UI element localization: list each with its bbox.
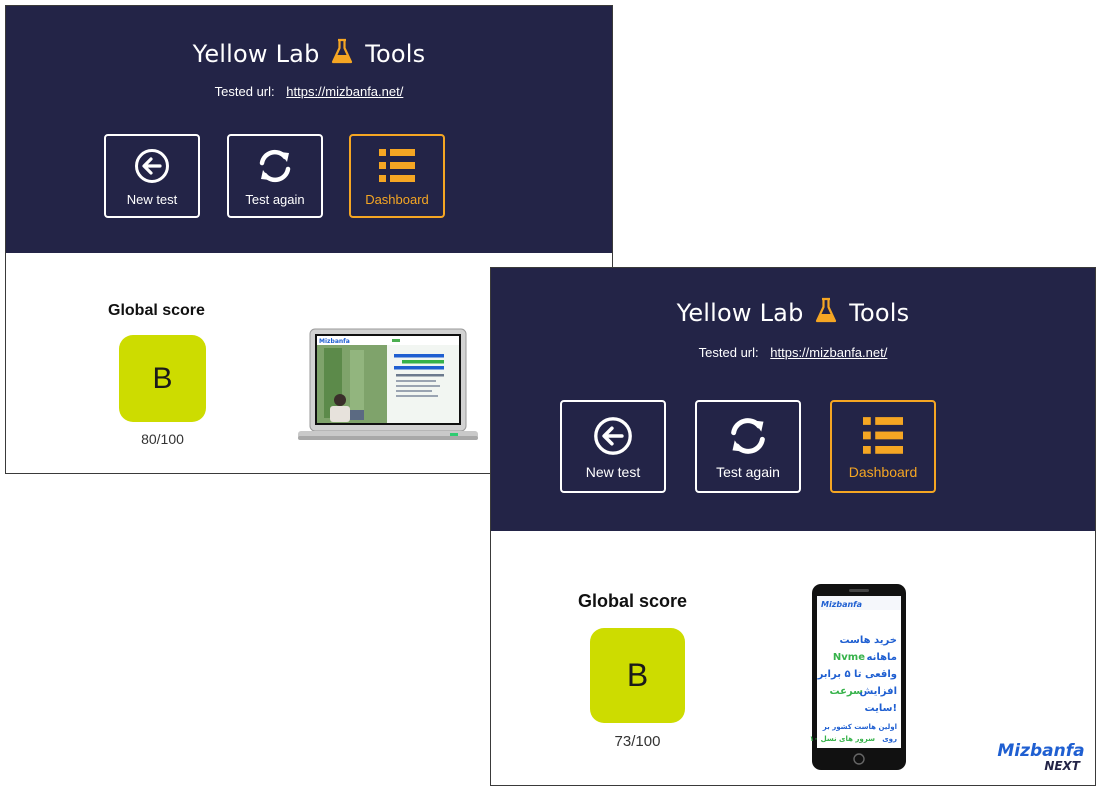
refresh-icon [731, 418, 765, 454]
new-test-label: New test [585, 464, 641, 480]
dashboard-button[interactable]: Dashboard [349, 134, 445, 218]
refresh-icon [259, 149, 291, 183]
brand-logo-text: Mizbanfa [997, 741, 1085, 761]
global-score-label: Global score [578, 591, 688, 611]
dashboard-button[interactable]: Dashboard [830, 400, 936, 493]
mobile-preview-logo: Mizbanfa [821, 600, 862, 609]
mobile-screenshot-preview: Mizbanfa خرید هاست Nvme ماهانه واقعی تا … [810, 584, 906, 770]
dashboard-label: Dashboard [365, 192, 429, 207]
score-value: 73/100 [614, 733, 661, 750]
global-score-label: Global score [108, 302, 205, 319]
mobile-preview-line-6: اولین هاست کشور بر [822, 723, 897, 731]
tested-url-label: Tested url: [698, 345, 759, 360]
mobile-preview-line-4a: افزایش [859, 686, 897, 697]
grade-badge: B [119, 335, 206, 422]
mobile-preview-line-7a: روی [882, 735, 897, 743]
score-value: 80/100 [141, 431, 184, 447]
brand-logo: Mizbanfa NEXT [996, 742, 1086, 773]
new-test-label: New test [126, 192, 178, 207]
mobile-preview-line-7b: سرور های نسل ۱۰ [810, 735, 875, 743]
app-title: Yellow Lab Tools [6, 38, 612, 68]
test-again-button[interactable]: Test again [227, 134, 323, 218]
desktop-result-panel: Yellow Lab Tools Tested url: https://miz… [5, 5, 613, 474]
title-text-part2: Tools [365, 40, 426, 68]
mobile-preview-line-4b: سرعت [830, 686, 864, 697]
flask-icon [332, 38, 353, 64]
dashboard-label: Dashboard [848, 464, 918, 480]
tested-url-link[interactable]: https://mizbanfa.net/ [286, 84, 404, 99]
tested-url-link[interactable]: https://mizbanfa.net/ [770, 345, 888, 360]
app-title: Yellow Lab Tools [491, 297, 1095, 327]
title-text-part1: Yellow Lab [676, 299, 804, 327]
grade-badge: B [590, 628, 685, 723]
test-again-label: Test again [716, 464, 780, 480]
tested-url-label: Tested url: [214, 84, 275, 99]
flask-icon [816, 297, 837, 323]
mobile-preview-line-1: خرید هاست [839, 635, 897, 646]
header: Yellow Lab Tools Tested url: https://miz… [6, 6, 612, 253]
desktop-preview-logo: Mizbanfa [319, 338, 350, 345]
brand-logo-sub: NEXT [1044, 759, 1080, 773]
tested-url-line: Tested url: https://mizbanfa.net/ [491, 345, 1095, 360]
header: Yellow Lab Tools Tested url: https://miz… [491, 268, 1095, 531]
arrow-left-circle-icon [135, 149, 169, 183]
list-icon [863, 417, 903, 454]
desktop-screenshot-preview: Mizbanfa [298, 328, 478, 440]
title-text-part1: Yellow Lab [192, 40, 320, 68]
mobile-result-panel: Yellow Lab Tools Tested url: https://miz… [490, 267, 1096, 786]
mobile-preview-line-2b: Nvme [833, 652, 865, 663]
test-again-button[interactable]: Test again [695, 400, 801, 493]
test-again-label: Test again [245, 192, 305, 207]
arrow-left-circle-icon [594, 417, 632, 455]
list-icon [379, 149, 415, 182]
tested-url-line: Tested url: https://mizbanfa.net/ [6, 84, 612, 99]
mobile-preview-line-2a: ماهانه [867, 652, 897, 663]
mobile-preview-line-5: سایت! [865, 703, 898, 714]
new-test-button[interactable]: New test [560, 400, 666, 493]
title-text-part2: Tools [849, 299, 910, 327]
new-test-button[interactable]: New test [104, 134, 200, 218]
mobile-preview-line-3: واقعی تا ۵ برابر [817, 669, 897, 680]
